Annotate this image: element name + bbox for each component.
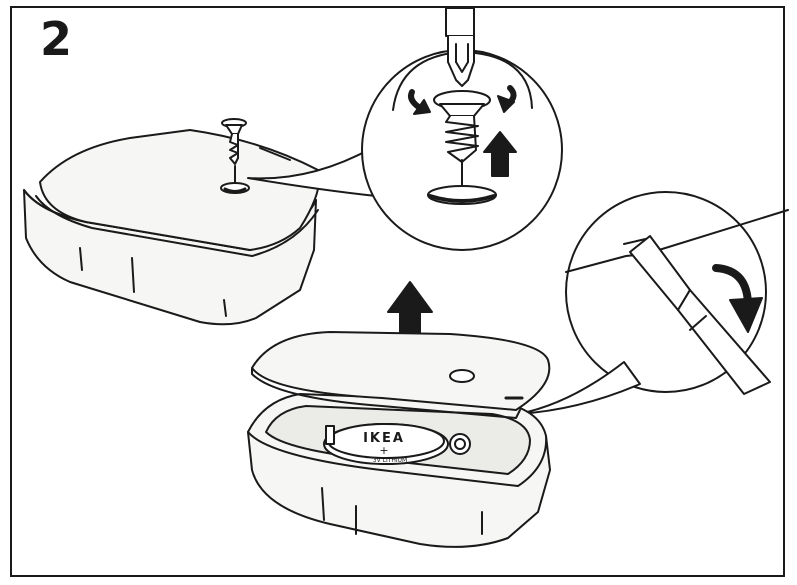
flathead-screwdriver-icon	[629, 235, 771, 395]
zoom-circle-pry	[565, 191, 789, 395]
screw-icon	[220, 118, 250, 194]
zoom-circle-screw	[361, 7, 563, 251]
rotate-arrow-icon	[408, 85, 517, 115]
battery-type: 3V LITHIUM	[373, 457, 407, 464]
screwdriver-icon	[445, 7, 475, 87]
up-arrow-icon	[483, 131, 517, 177]
battery-brand: IKEA	[363, 431, 405, 446]
step-number: 2	[40, 12, 73, 66]
down-arrow-icon	[712, 264, 763, 333]
battery-polarity: +	[379, 444, 388, 457]
coin-battery-icon	[323, 423, 471, 465]
assembled-device	[23, 129, 321, 326]
instruction-frame	[10, 6, 785, 577]
open-device	[247, 331, 551, 548]
